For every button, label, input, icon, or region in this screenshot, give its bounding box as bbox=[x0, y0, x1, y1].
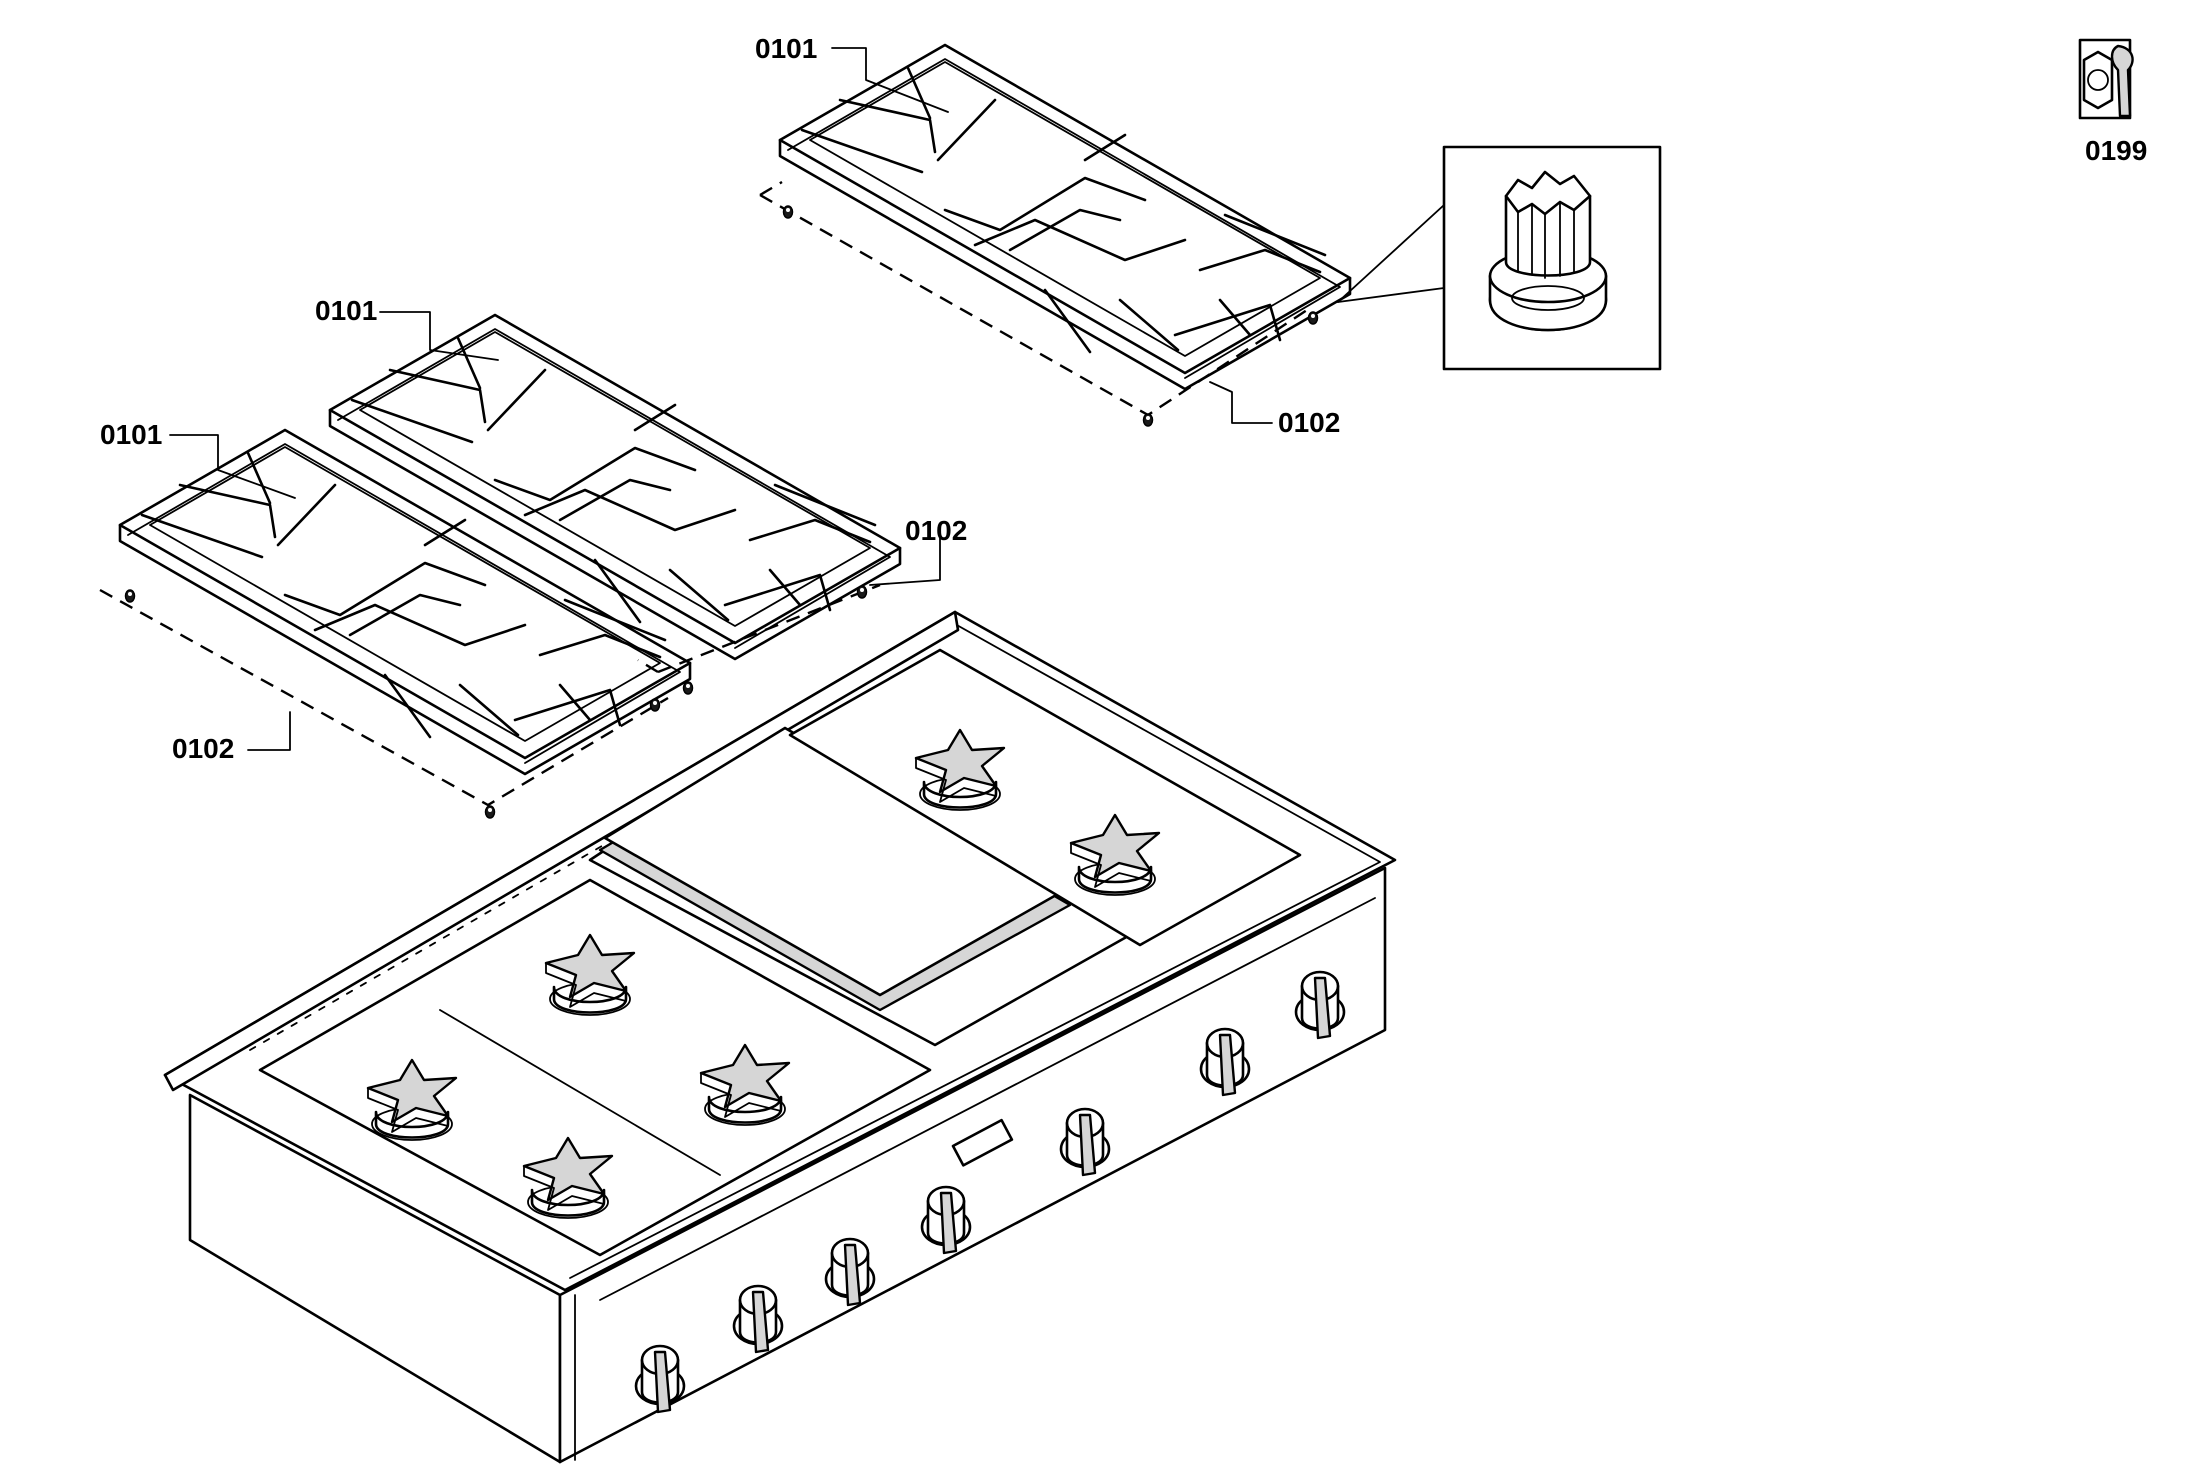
rubber-foot bbox=[1142, 413, 1154, 427]
callout-foot-mid: 0102 bbox=[905, 515, 967, 546]
rubber-foot bbox=[782, 205, 794, 219]
callout-grate-mid: 0101 bbox=[315, 295, 377, 326]
rubber-foot bbox=[1307, 311, 1319, 325]
callout-foot-top: 0102 bbox=[1278, 407, 1340, 438]
leader-lines bbox=[169, 47, 1273, 751]
callout-grate-left: 0101 bbox=[100, 419, 162, 450]
foot-outline-mid bbox=[637, 583, 881, 695]
rubber-foot bbox=[124, 589, 136, 603]
rubber-foot bbox=[484, 805, 496, 819]
foot-detail-inset bbox=[1337, 145, 1662, 371]
foot-outline-left bbox=[99, 588, 669, 819]
rubber-foot bbox=[649, 698, 661, 712]
rubber-foot bbox=[856, 585, 868, 599]
service-tools-icon bbox=[2078, 38, 2134, 120]
foot-outline-top bbox=[759, 180, 1319, 427]
brand-badge bbox=[951, 1118, 1014, 1167]
callout-labels: 0101 0101 0101 0102 0102 0102 0199 bbox=[100, 33, 2147, 764]
callout-grate-top: 0101 bbox=[755, 33, 817, 64]
callout-tools: 0199 bbox=[2085, 135, 2147, 166]
rubber-foot bbox=[682, 681, 694, 695]
callout-foot-left: 0102 bbox=[172, 733, 234, 764]
